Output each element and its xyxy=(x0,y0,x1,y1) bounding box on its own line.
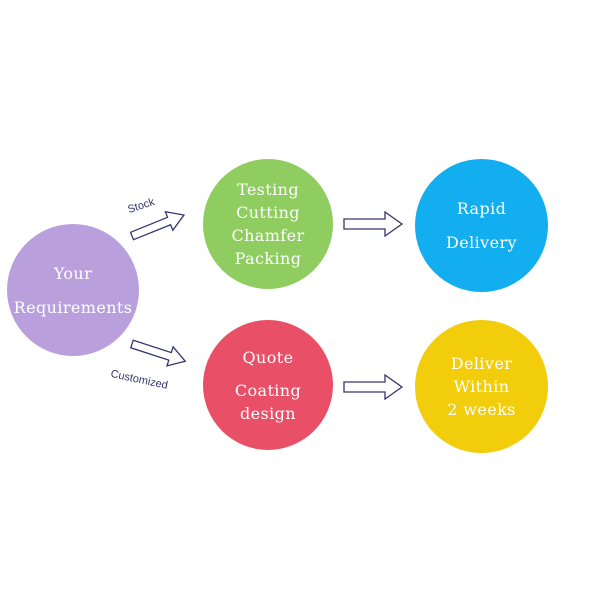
node-your-requirements: Your Requirements xyxy=(7,224,139,356)
node-text-line: Within xyxy=(453,377,510,396)
node-text-line: Requirements xyxy=(13,297,133,317)
node-text-line: Packing xyxy=(234,249,302,268)
node-deliver-within: Deliver Within 2 weeks xyxy=(415,320,548,453)
node-text-line: Deliver xyxy=(450,354,513,373)
node-testing-process: Testing Cutting Chamfer Packing xyxy=(203,159,333,289)
node-text-line: design xyxy=(240,403,296,423)
right-arrow-icon xyxy=(343,210,405,238)
node-text-line: Testing xyxy=(236,180,299,199)
node-text-line: Delivery xyxy=(446,233,517,252)
node-rapid-delivery: Rapid Delivery xyxy=(415,159,548,292)
node-text-line: Rapid xyxy=(456,199,507,218)
stock-arrow-icon xyxy=(128,204,192,244)
node-quote-coating: Quote Coating design xyxy=(203,320,333,450)
node-text-line: Coating xyxy=(234,380,302,400)
node-text-line: 2 weeks xyxy=(447,400,516,419)
right-arrow-icon xyxy=(343,373,405,401)
node-text-line: Cutting xyxy=(236,203,300,222)
customized-arrow-icon xyxy=(128,332,192,372)
node-text-line: Quote xyxy=(242,347,294,367)
node-text-line: Your xyxy=(53,263,93,283)
node-text-line: Chamfer xyxy=(231,226,305,245)
